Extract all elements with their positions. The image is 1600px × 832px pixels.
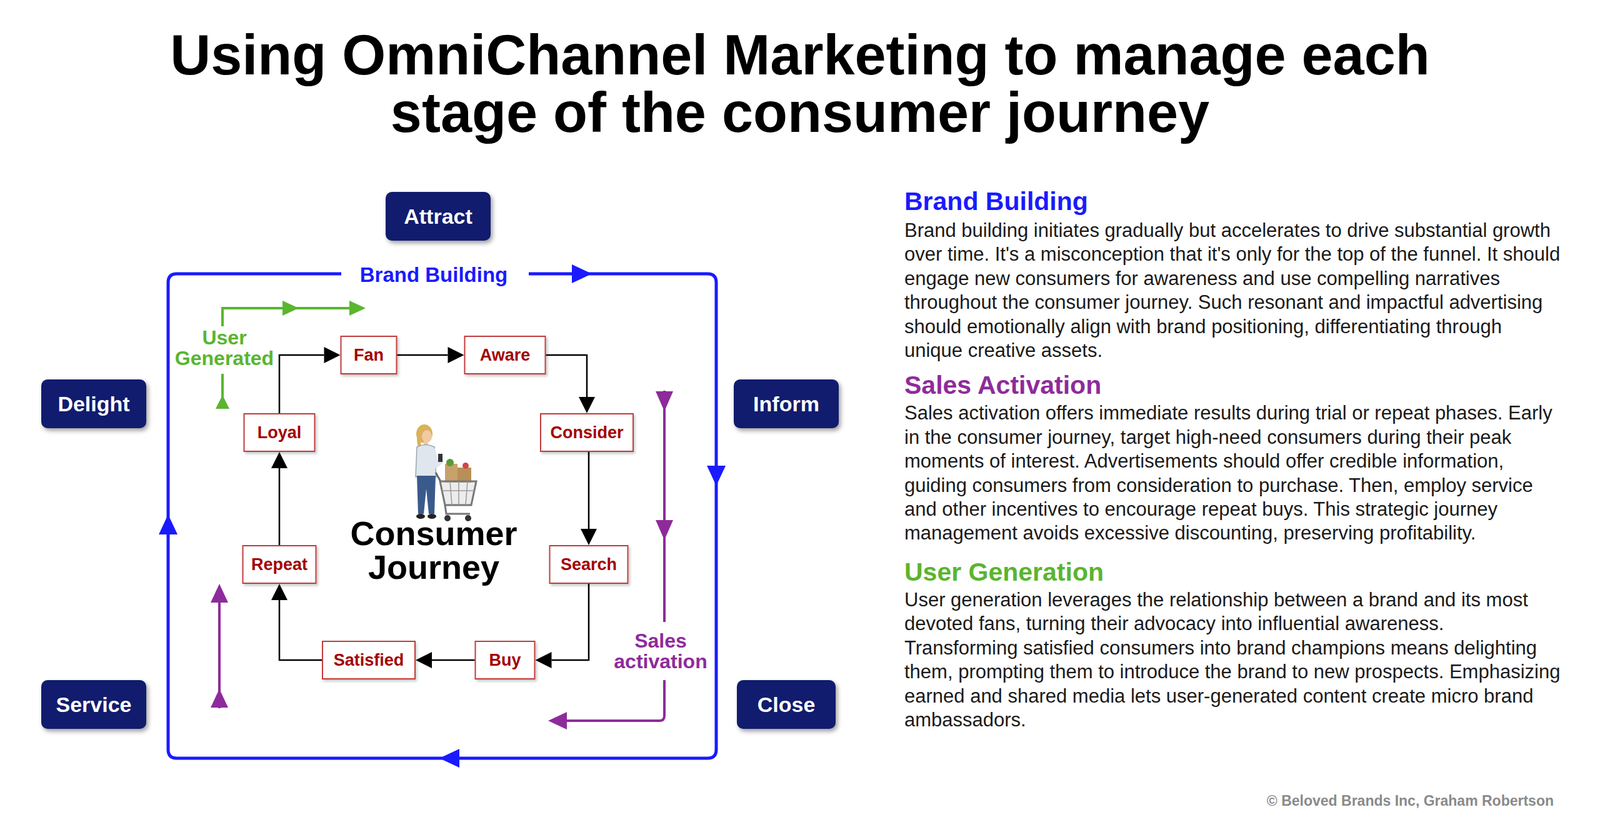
node-text: Delight — [57, 391, 130, 417]
connector-line — [551, 583, 590, 660]
connector-line — [279, 355, 325, 414]
journey-step-box: Aware — [464, 335, 547, 375]
sales-activation-arrowhead — [655, 391, 674, 412]
center-label: Consumer Journey — [333, 516, 534, 584]
cart-basket — [440, 481, 477, 505]
sales-activation-arrow — [562, 680, 665, 721]
shopper-illustration — [415, 424, 477, 522]
node-text: Fan — [353, 345, 384, 365]
node-text: Consider — [550, 423, 624, 443]
flow-label: User Generated — [161, 327, 287, 369]
loop-arrowhead — [706, 465, 726, 486]
connector-arrowhead — [271, 451, 288, 469]
shopper-jeans — [416, 475, 436, 514]
connector-line — [588, 451, 590, 529]
node-text: Attract — [403, 204, 473, 229]
section-heading: Sales Activation — [904, 370, 1561, 400]
copyright-note: © Beloved Brands Inc, Graham Robertson — [1116, 791, 1554, 810]
node-text: Satisfied — [333, 650, 405, 670]
produce — [446, 458, 454, 467]
connector-arrowhead — [271, 583, 288, 600]
stage-box: Delight — [41, 379, 147, 429]
journey-step-box: Consider — [540, 413, 634, 452]
connector-arrowhead — [415, 651, 432, 669]
journey-step-box: Loyal — [243, 413, 316, 452]
sales-activation-arrowhead — [655, 520, 674, 540]
brand-building-loop — [168, 273, 717, 759]
sales-activation-arrowhead — [210, 688, 229, 708]
cart-base — [445, 505, 470, 514]
node-text: Search — [560, 555, 617, 575]
node-text: Service — [56, 692, 132, 717]
node-text: Buy — [488, 650, 521, 670]
flow-label: Sales activation — [598, 630, 724, 672]
flow-connector — [279, 346, 341, 414]
node-text: Loyal — [257, 423, 302, 443]
node-text: Inform — [753, 391, 820, 417]
shopping-bag — [457, 467, 472, 483]
connector-arrowhead — [580, 528, 597, 545]
node-text: Repeat — [251, 555, 308, 575]
produce — [462, 462, 469, 469]
journey-step-box: Fan — [340, 335, 398, 375]
loop-arrowhead — [571, 264, 592, 284]
flow-connector — [580, 451, 597, 545]
connector-arrowhead — [578, 396, 595, 414]
user-generated-arrowhead — [349, 300, 366, 316]
diagram-title: Using OmniChannel Marketing to manage ea… — [112, 26, 1488, 142]
shopper-arm — [433, 450, 442, 465]
connector-line — [431, 659, 475, 662]
user-generated-arrow — [222, 308, 350, 327]
flow-connector — [271, 451, 288, 545]
cart-handle — [435, 472, 441, 482]
connector-line — [397, 354, 449, 357]
shopper-hair — [416, 424, 433, 444]
user-generated-arrow — [221, 373, 224, 409]
flow-connector — [415, 651, 475, 669]
connector-arrowhead — [535, 651, 552, 669]
loop-label: Brand Building — [340, 261, 528, 289]
stage-box: Attract — [385, 191, 491, 241]
sales-activation-arrowhead — [210, 583, 229, 603]
section-heading: User Generation — [904, 556, 1561, 587]
flow-connector — [546, 355, 596, 414]
journey-step-box: Repeat — [242, 545, 317, 584]
node-text: Close — [757, 692, 816, 717]
user-generated-arrowhead — [282, 300, 299, 316]
flow-connector — [397, 346, 465, 364]
flow-connector — [535, 583, 590, 669]
loop-arrowhead — [439, 748, 460, 768]
connector-line — [546, 355, 588, 397]
loop-arrowhead — [158, 514, 178, 535]
journey-step-box: Buy — [475, 640, 536, 680]
section-body: Sales activation offers immediate result… — [904, 401, 1561, 545]
stage-box: Inform — [733, 379, 839, 429]
section-body: User generation leverages the relationsh… — [904, 588, 1561, 732]
user-generated-arrowhead — [215, 395, 230, 409]
connector-line — [279, 600, 322, 660]
sales-activation-arrowhead — [548, 711, 567, 730]
shopper-shirt — [415, 445, 437, 478]
shopping-bag — [445, 463, 458, 483]
sales-activation-arrow — [218, 600, 221, 709]
connector-arrowhead — [448, 346, 465, 364]
flow-connector — [271, 583, 322, 660]
journey-step-box: Satisfied — [321, 640, 416, 680]
cart-mesh — [441, 481, 475, 505]
stage-box: Close — [736, 680, 836, 729]
stage-box: Service — [41, 680, 147, 729]
section-body: Brand building initiates gradually but a… — [904, 218, 1561, 363]
text-column: Brand BuildingBrand building initiates g… — [904, 186, 1561, 732]
shopper-hair — [416, 431, 422, 453]
journey-step-box: Search — [549, 545, 629, 584]
connector-line — [278, 468, 281, 545]
node-text: Aware — [480, 345, 531, 365]
connector-arrowhead — [324, 346, 341, 364]
section-heading: Brand Building — [904, 186, 1561, 217]
shopper-neck — [423, 441, 429, 447]
shopper-phone — [438, 453, 443, 462]
sales-activation-arrow — [663, 390, 666, 622]
shopper-face — [421, 430, 432, 443]
